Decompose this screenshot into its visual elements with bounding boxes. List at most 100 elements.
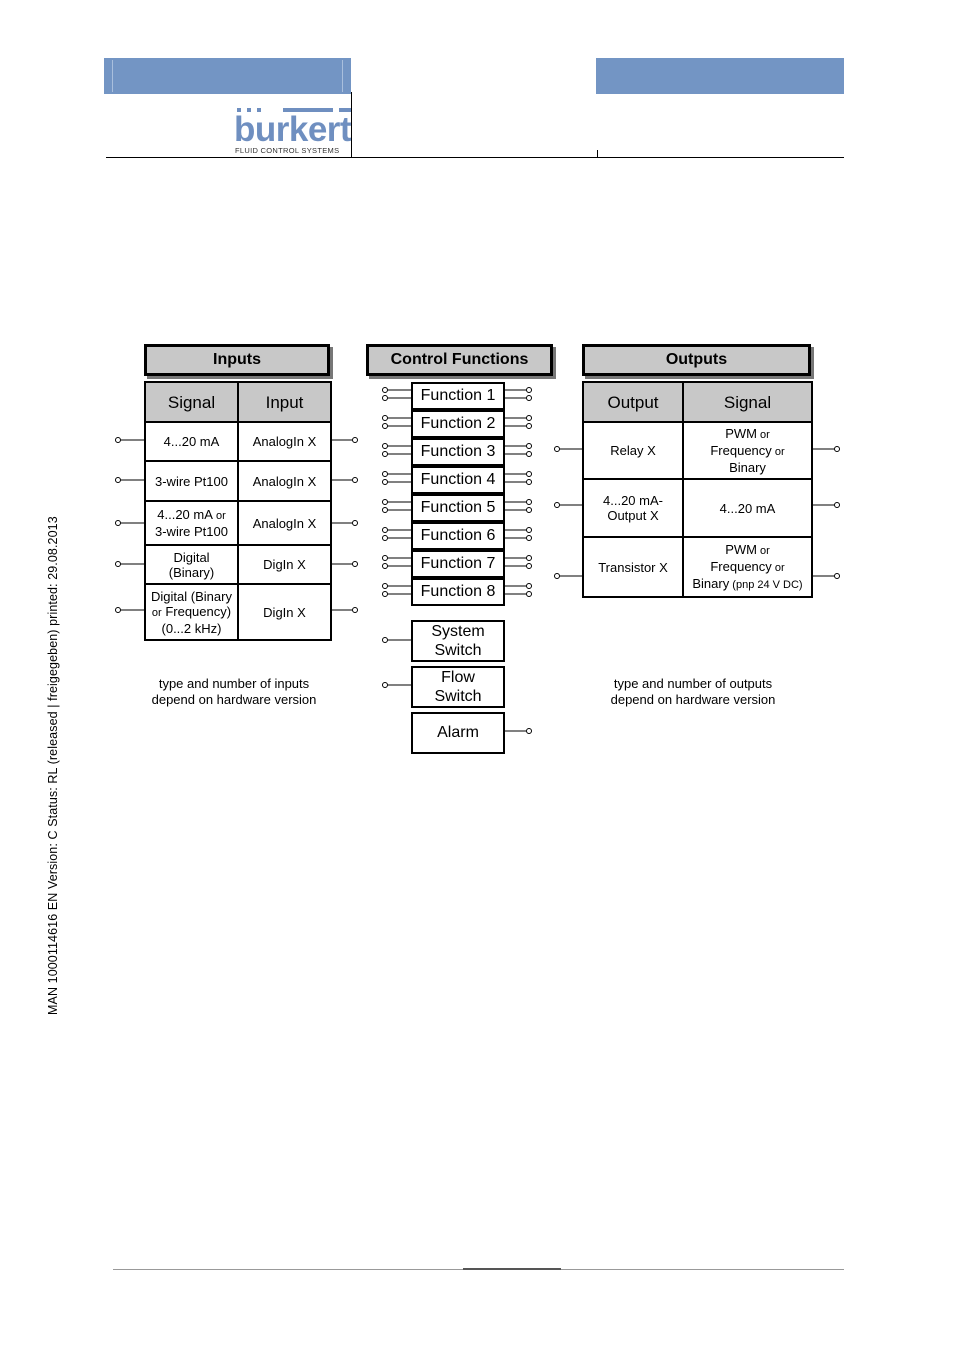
terminal-circle (526, 563, 532, 569)
terminal-circle (526, 415, 532, 421)
function-box-7: Function 7 (411, 550, 505, 578)
function-box-2: Function 2 (411, 410, 505, 438)
terminal-circle (115, 607, 121, 613)
terminal-circle (352, 477, 358, 483)
table-row: Digital(Binary) DigIn X (144, 544, 332, 585)
terminal-circle (352, 607, 358, 613)
input-cell: DigIn X (237, 583, 332, 641)
header-divider (597, 150, 598, 158)
output-line: Output X (607, 508, 659, 523)
function-box-4: Function 4 (411, 466, 505, 494)
input-cell: DigIn X (237, 544, 332, 585)
terminal-circle (554, 502, 560, 508)
inputs-header: Inputs (144, 344, 330, 376)
inputs-col-signal: Signal (144, 381, 239, 423)
terminal-circle (382, 591, 388, 597)
output-cell: Relay X (582, 421, 684, 480)
terminal-circle (526, 423, 532, 429)
terminal-circle (382, 583, 388, 589)
header-divider (351, 92, 352, 158)
terminal-circle (554, 573, 560, 579)
table-row: 3-wire Pt100 AnalogIn X (144, 460, 332, 502)
signal-line: Digital (173, 549, 210, 565)
terminal-circle (526, 555, 532, 561)
terminal-circle (526, 499, 532, 505)
terminal-circle (382, 535, 388, 541)
logo-dots (235, 108, 351, 113)
signal-line-small: or (151, 606, 162, 619)
terminal-circle (382, 443, 388, 449)
terminal-circle (526, 451, 532, 457)
system-switch-line: System (431, 623, 485, 640)
terminal-circle (382, 471, 388, 477)
terminal-circle (526, 728, 532, 734)
signal-line: Frequency (710, 558, 772, 574)
terminal-circle (382, 563, 388, 569)
signal-line: 3-wire Pt100 (155, 524, 228, 539)
terminal-circle (834, 446, 840, 452)
table-row: 4...20 mA AnalogIn X (144, 421, 332, 462)
outputs-col-signal: Signal (682, 381, 813, 423)
signal-line: (Binary) (168, 564, 215, 580)
flow-switch-line: Flow (441, 669, 475, 686)
terminal-circle (526, 395, 532, 401)
signal-line-small: or (756, 544, 770, 557)
terminal-circle (382, 451, 388, 457)
terminal-circle (382, 499, 388, 505)
signal-cell: 4...20 mA (682, 478, 813, 538)
terminal-circle (352, 561, 358, 567)
terminal-circle (382, 527, 388, 533)
terminal-circle (526, 591, 532, 597)
signal-cell: 4...20 mA (144, 421, 239, 462)
terminal-circle (834, 502, 840, 508)
brand-logo: burkert (234, 110, 352, 149)
terminal-circle (352, 437, 358, 443)
signal-line-small: or (771, 446, 785, 458)
signal-line-small: (pnp 24 V DC) (729, 578, 803, 591)
signal-line: (0...2 kHz) (161, 620, 222, 636)
terminal-circle (526, 479, 532, 485)
input-cell: AnalogIn X (237, 500, 332, 546)
note-line: type and number of inputs (158, 676, 310, 691)
signal-cell: 3-wire Pt100 (144, 460, 239, 502)
terminal-circle (382, 387, 388, 393)
signal-line: PWM (725, 426, 757, 441)
inputs-col-input: Input (237, 381, 332, 423)
footer-rule-accent (463, 1268, 561, 1270)
signal-cell: Digital(Binary) (144, 544, 239, 585)
terminal-circle (115, 477, 121, 483)
function-box-6: Function 6 (411, 522, 505, 550)
signal-line: Frequency) (161, 603, 232, 619)
inputs-table: Signal Input 4...20 mA AnalogIn X 3-wire… (144, 381, 332, 641)
function-box-5: Function 5 (411, 494, 505, 522)
function-box-8: Function 8 (411, 578, 505, 606)
function-box-3: Function 3 (411, 438, 505, 466)
table-row: 4...20 mA-Output X 4...20 mA (582, 478, 813, 538)
function-box-1: Function 1 (411, 382, 505, 410)
terminal-circle (526, 443, 532, 449)
terminal-circle (526, 507, 532, 513)
signal-line: Binary (692, 575, 730, 591)
terminal-circle (526, 583, 532, 589)
control-functions-header: Control Functions (366, 344, 553, 376)
terminal-circle (382, 507, 388, 513)
output-line: 4...20 mA- (603, 493, 663, 508)
system-switch-line: Switch (434, 642, 482, 659)
header-rule (106, 157, 844, 158)
terminal-circle (382, 682, 388, 688)
terminal-circle (382, 637, 388, 643)
signal-line-small: or (771, 561, 785, 574)
brand-tagline: FLUID CONTROL SYSTEMS (235, 146, 340, 155)
note-line: depend on hardware version (151, 692, 317, 707)
